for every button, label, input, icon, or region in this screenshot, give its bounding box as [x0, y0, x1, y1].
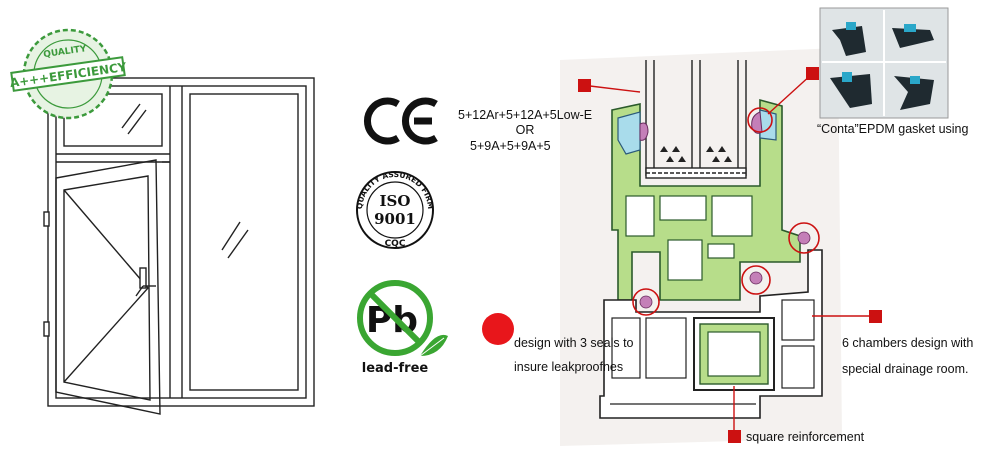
seals-label-line1: design with 3 seals to: [514, 336, 634, 350]
window-drawing: [43, 77, 315, 415]
efficiency-badge-icon: QUALITY A+++EFFICIENCY: [9, 28, 128, 120]
red-dot-icon: [482, 313, 514, 345]
gasket-photo-grid: [819, 7, 949, 119]
chambers-label-line2: special drainage room.: [842, 362, 969, 376]
reinforcement-label: square reinforcement: [746, 430, 865, 444]
marker-chambers: [869, 310, 882, 323]
lead-caption: lead-free: [362, 361, 429, 376]
red-markers: [578, 67, 882, 443]
ce-mark-icon: [364, 97, 438, 145]
marker-glass: [578, 79, 591, 92]
chambers-label-line1: 6 chambers design with: [842, 336, 974, 350]
seals-label-line2: insure leakproofnes: [514, 360, 624, 374]
glass-spec-line2: 5+9A+5+9A+5: [470, 139, 551, 153]
iso-line1: ISO: [380, 192, 411, 210]
gasket-label: “Conta”EPDM gasket using: [817, 122, 969, 136]
glass-panes: [645, 60, 747, 179]
iso-sub: CQC: [385, 239, 406, 249]
profile-section: [560, 48, 842, 446]
glass-spec-line1: 5+12Ar+5+12A+5Low-E: [458, 108, 593, 122]
marker-reinforcement: [728, 430, 741, 443]
iso-line2: 9001: [374, 210, 416, 228]
iso-9001-icon: QUALITY ASSURED FIRM ISO 9001 CQC: [355, 170, 435, 249]
lead-free-icon: Pb lead-free: [357, 280, 448, 376]
marker-gasket: [806, 67, 819, 80]
glass-spec-or: OR: [515, 123, 535, 137]
leader-lines: [589, 73, 872, 436]
